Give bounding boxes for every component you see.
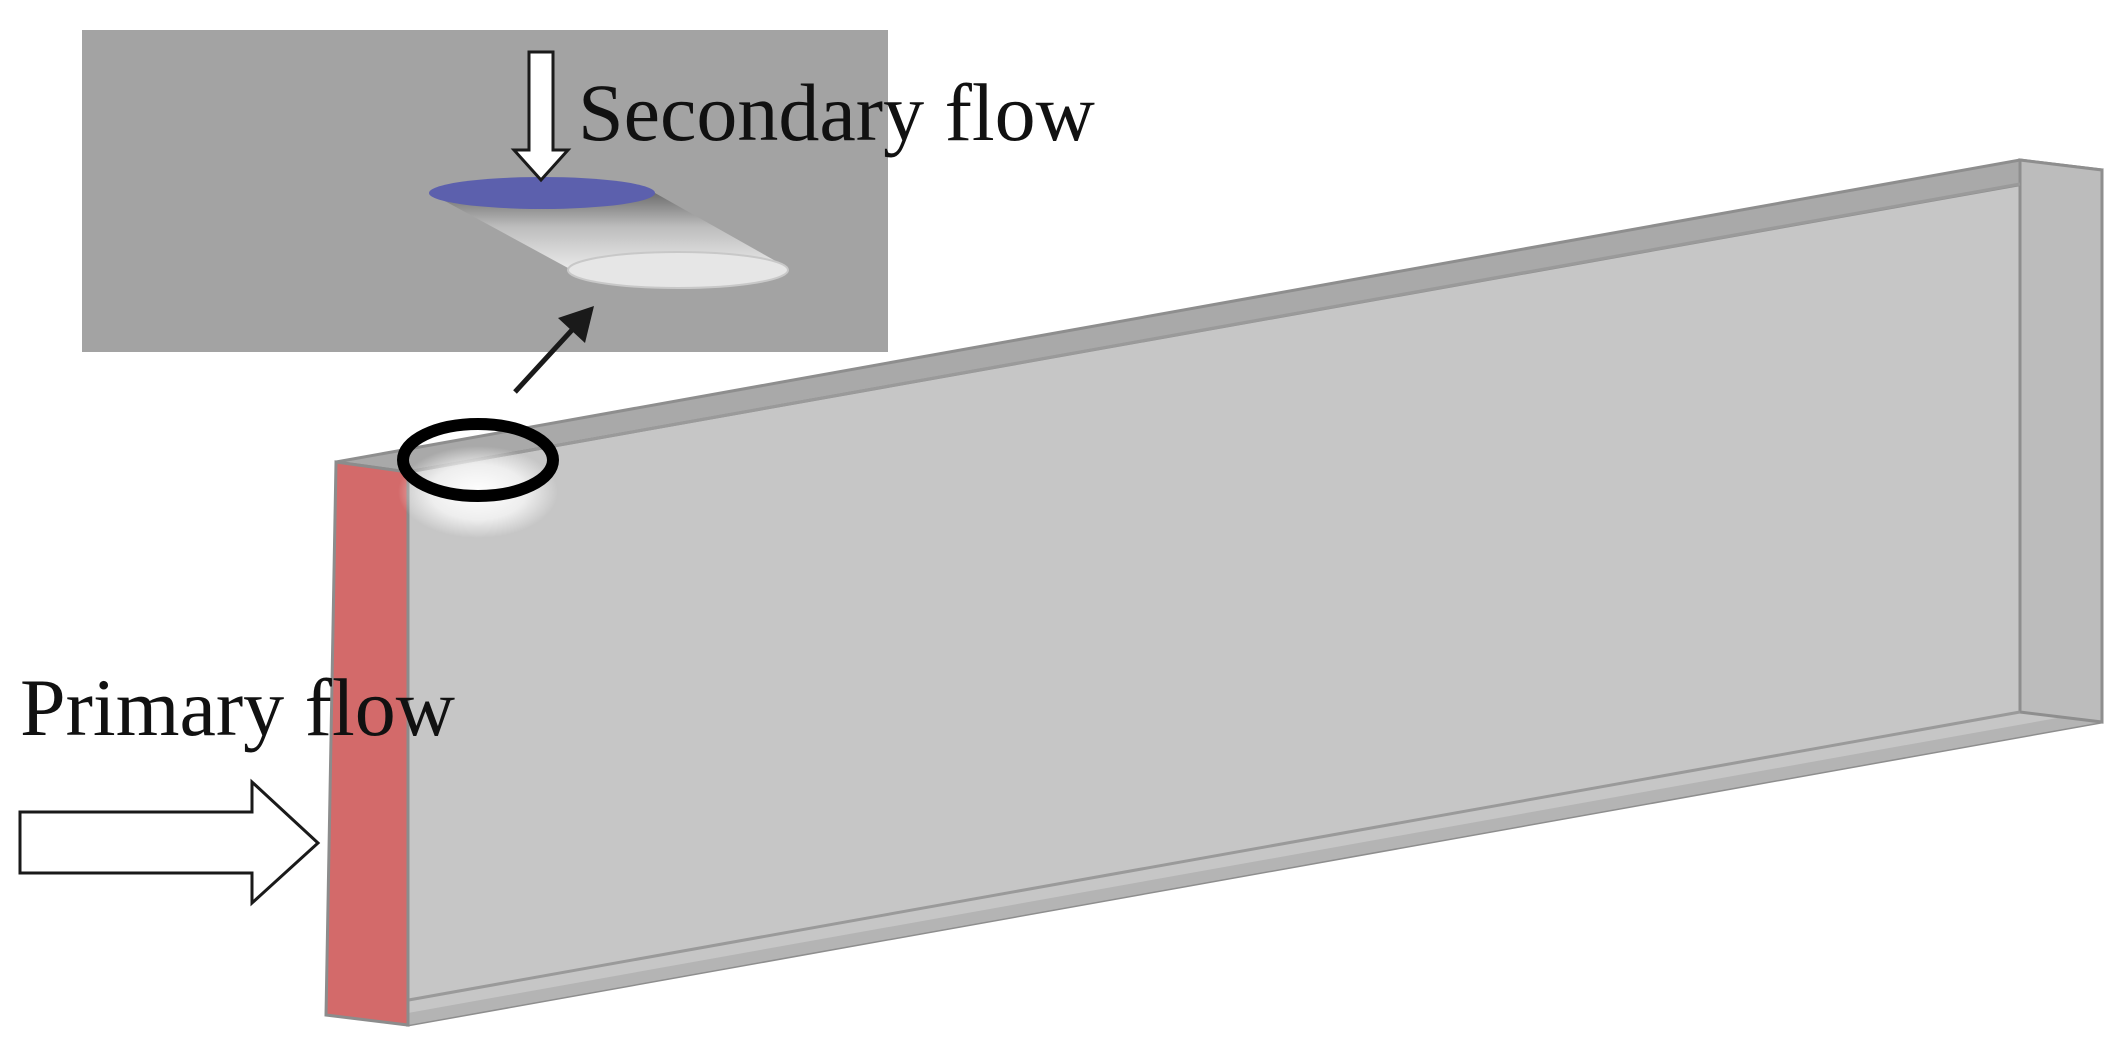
primary-flow-label: Primary flow — [20, 662, 455, 753]
secondary-flow-arrow-icon — [510, 50, 572, 183]
jet-hole-body — [430, 193, 788, 268]
secondary-flow-label: Secondary flow — [578, 67, 1095, 158]
jet-hole-inset: Secondary flow — [82, 30, 1095, 352]
hole-marker-ring-icon — [397, 418, 559, 502]
callout-arrow-icon — [558, 306, 594, 343]
duct-inner-edge-bottom — [335, 710, 2021, 1015]
primary-flow-arrow-icon — [18, 778, 321, 907]
duct-inner-edge-top — [407, 182, 2021, 474]
callout-line — [513, 328, 574, 394]
jet-hole-inlet — [429, 177, 655, 209]
inlet-face — [324, 460, 410, 1027]
duct-outlet-face — [2018, 158, 2104, 724]
duct-bottom-strip — [408, 710, 2102, 1025]
jet-hole-exit — [567, 251, 789, 289]
